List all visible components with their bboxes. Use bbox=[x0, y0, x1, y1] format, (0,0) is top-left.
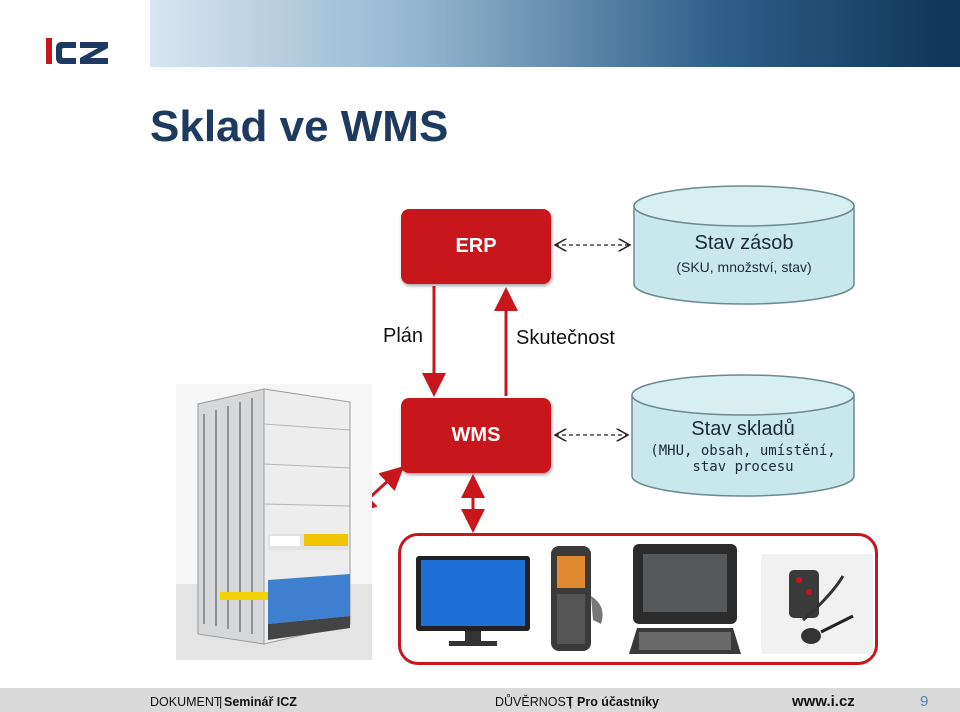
devices-panel bbox=[398, 533, 878, 665]
devices-images bbox=[416, 544, 873, 654]
logimat-brand-plate bbox=[270, 536, 300, 546]
erp-box: ERP bbox=[401, 209, 551, 284]
footer-bar: DOKUMENT | Seminář ICZ DŮVĚRNOST | Pro ú… bbox=[0, 688, 960, 712]
db-stock-cylinder bbox=[633, 185, 855, 305]
db-warehouse-subtitle-2: stav procesu bbox=[692, 459, 794, 475]
db-stock-title: Stav zásob bbox=[694, 232, 794, 254]
vehicle-terminal-image bbox=[629, 544, 741, 654]
db-warehouse-subtitle-1: (MHU, obsah, umístění, bbox=[650, 443, 836, 459]
wms-label: WMS bbox=[451, 424, 501, 446]
handheld-scanner-image bbox=[551, 546, 603, 651]
footer-conf-value: Pro účastníky bbox=[577, 695, 659, 709]
db-warehouse-title: Stav skladů bbox=[691, 418, 795, 440]
voice-headset-image bbox=[761, 554, 873, 654]
plan-label: Plán bbox=[383, 325, 424, 347]
footer-conf-label: DŮVĚRNOST bbox=[495, 695, 574, 709]
db-stock-text: Stav zásob (SKU, množství, stav) bbox=[634, 232, 854, 275]
footer-doc-label: DOKUMENT bbox=[150, 695, 222, 709]
page-title: Sklad ve WMS bbox=[150, 102, 449, 151]
db-warehouse-text: Stav skladů (MHU, obsah, umístění, stav … bbox=[632, 418, 854, 475]
schafer-brand-plate bbox=[304, 534, 348, 546]
page-number: 9 bbox=[920, 693, 929, 710]
erp-label: ERP bbox=[455, 235, 497, 257]
db-stock-subtitle: (SKU, množství, stav) bbox=[676, 259, 812, 275]
footer-conf-divider: | bbox=[569, 695, 573, 709]
storage-machine-image bbox=[176, 384, 372, 660]
wms-box: WMS bbox=[401, 398, 551, 473]
monitor-image bbox=[416, 556, 530, 646]
actual-label: Skutečnost bbox=[516, 327, 615, 349]
footer-website[interactable]: www.i.cz bbox=[792, 693, 855, 710]
header-gradient-bar bbox=[150, 0, 960, 67]
icz-logo bbox=[46, 38, 108, 64]
footer-doc-value: Seminář ICZ bbox=[224, 695, 297, 709]
db-warehouse-cylinder bbox=[631, 374, 855, 497]
footer-doc-divider: | bbox=[219, 695, 223, 709]
